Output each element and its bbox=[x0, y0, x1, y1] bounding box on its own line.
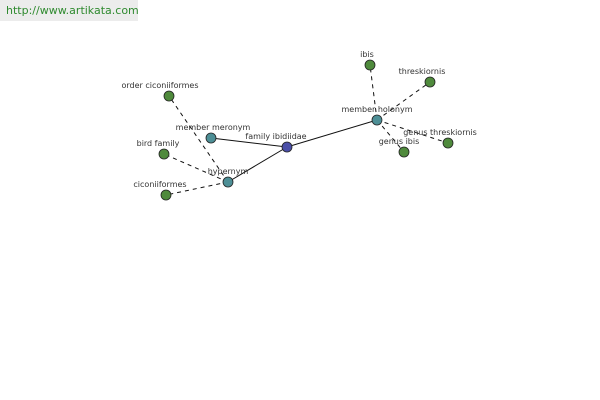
edge-center-hypernym bbox=[227, 146, 288, 183]
leaf-node-threskiornis[interactable] bbox=[424, 76, 436, 88]
relation-node-hypernym[interactable] bbox=[222, 176, 234, 188]
graph-labels: member meronym hypernym order ciconiiforme… bbox=[121, 50, 476, 189]
edge-hypernym-bird-family bbox=[163, 153, 229, 183]
leaf-label-ibis[interactable]: ibis bbox=[360, 50, 374, 59]
leaf-label-order-ciconiiformes[interactable]: order ciconiiformes bbox=[121, 81, 198, 90]
leaf-node-genus-ibis[interactable] bbox=[398, 146, 410, 158]
relation-node-member-meronym[interactable] bbox=[205, 132, 217, 144]
graph-nodes bbox=[158, 59, 454, 201]
site-url-link[interactable]: http://www.artikata.com bbox=[6, 4, 139, 17]
leaf-label-threskiornis[interactable]: threskiornis bbox=[399, 67, 446, 76]
site-banner: http://www.artikata.com bbox=[0, 0, 139, 21]
edge-member-holonym-ibis bbox=[369, 64, 378, 121]
relation-node-member-holonym[interactable] bbox=[371, 114, 383, 126]
leaf-node-bird-family[interactable] bbox=[158, 148, 170, 160]
leaf-node-order-ciconiiformes[interactable] bbox=[163, 90, 175, 102]
edge-member-holonym-threskiornis bbox=[376, 81, 431, 121]
leaf-label-bird-family[interactable]: bird family bbox=[137, 139, 180, 148]
leaf-label-ciconiiformes[interactable]: ciconiiformes bbox=[133, 180, 186, 189]
edge-hypernym-ciconiiformes bbox=[165, 181, 229, 196]
edge-member-holonym-genus-ibis bbox=[376, 119, 405, 153]
center-node-family-ibidiidae[interactable] bbox=[281, 141, 293, 153]
leaf-node-genus-threskiornis[interactable] bbox=[442, 137, 454, 149]
edge-center-member-holonym bbox=[286, 119, 378, 148]
leaf-label-genus-ibis[interactable]: genus ibis bbox=[379, 137, 420, 146]
relation-label-hypernym[interactable]: hypernym bbox=[208, 167, 249, 176]
relation-label-member-holonym[interactable]: member holonym bbox=[341, 105, 412, 114]
edge-center-member-meronym bbox=[210, 137, 288, 148]
leaf-node-ibis[interactable] bbox=[364, 59, 376, 71]
center-label-family-ibidiidae[interactable]: family ibidiidae bbox=[245, 132, 306, 141]
leaf-node-ciconiiformes[interactable] bbox=[160, 189, 172, 201]
edge-hypernym-order-ciconiiformes bbox=[168, 95, 229, 183]
relation-label-member-meronym[interactable]: member meronym bbox=[176, 123, 251, 132]
graph-edges bbox=[163, 64, 449, 196]
leaf-label-genus-threskiornis[interactable]: genus threskiornis bbox=[403, 128, 477, 137]
